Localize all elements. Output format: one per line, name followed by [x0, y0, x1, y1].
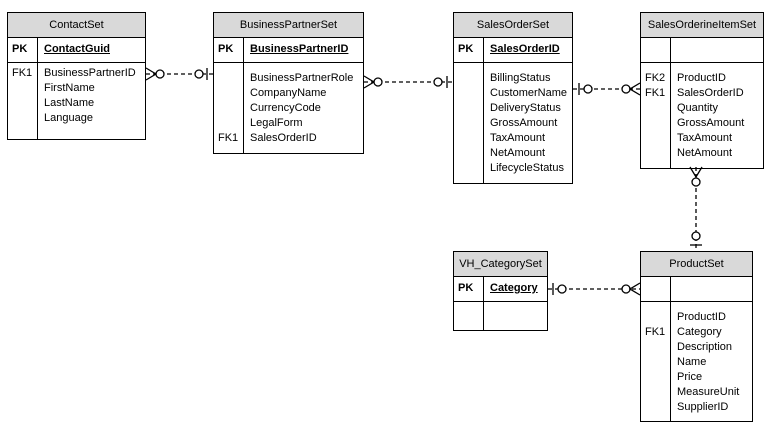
attribute: BillingStatus — [490, 72, 551, 84]
attribute-column: BusinessPartnerID FirstName LastName Lan… — [38, 63, 145, 139]
attribute: DeliveryStatus — [490, 102, 561, 114]
key-column — [454, 63, 484, 183]
relationship-salesorder-lineitem — [573, 82, 641, 96]
attribute: NetAmount — [677, 147, 733, 159]
pk-field: Category — [490, 282, 538, 294]
attribute-column: ProductID Category Description Name Pric… — [671, 302, 752, 421]
attribute-row: FK1 BusinessPartnerID FirstName LastName… — [8, 63, 145, 139]
attribute: SalesOrderID — [677, 87, 744, 99]
attribute-row — [454, 302, 547, 330]
key-label: FK1 — [645, 87, 666, 99]
pk-label: PK — [8, 38, 38, 62]
key-label: FK1 — [645, 326, 666, 338]
pk-field: SalesOrderID — [490, 43, 560, 55]
attribute: ProductID — [677, 72, 726, 84]
attribute: Description — [677, 341, 733, 353]
attribute: CustomerName — [490, 87, 568, 99]
attribute: LastName — [44, 97, 95, 109]
entity-title: SalesOrderSet — [454, 13, 572, 38]
attribute: CompanyName — [250, 87, 327, 99]
attribute: SalesOrderID — [250, 132, 317, 144]
attribute: TaxAmount — [490, 132, 546, 144]
pk-row: PK BusinessPartnerID — [214, 38, 363, 63]
attribute-row: FK1 BusinessPartnerRole CompanyName Curr… — [214, 63, 363, 153]
attribute: GrossAmount — [490, 117, 558, 129]
pk-label — [641, 277, 671, 301]
attribute-row: BillingStatus CustomerName DeliveryStatu… — [454, 63, 572, 183]
entity-businesspartnerset: BusinessPartnerSet PK BusinessPartnerID … — [213, 12, 364, 154]
relationship-category-product — [548, 282, 641, 296]
entity-contactset: ContactSet PK ContactGuid FK1 BusinessPa… — [7, 12, 146, 140]
attribute: GrossAmount — [677, 117, 745, 129]
pk-field: BusinessPartnerID — [250, 43, 349, 55]
attribute: ProductID — [677, 311, 726, 323]
attribute: NetAmount — [490, 147, 546, 159]
key-column: FK1 — [641, 302, 671, 421]
attribute: Language — [44, 112, 93, 124]
attribute: Price — [677, 371, 703, 383]
entity-title: SalesOrderineItemSet — [641, 13, 763, 38]
relationship-lineitem-product — [689, 166, 703, 251]
key-column: FK1 — [214, 63, 244, 153]
attribute: Name — [677, 356, 707, 368]
attribute: SupplierID — [677, 401, 729, 413]
entity-productset: ProductSet FK1 ProductID Category Descri… — [640, 251, 753, 422]
entity-title: VH_CategorySet — [454, 252, 547, 277]
pk-row: PK ContactGuid — [8, 38, 145, 63]
entity-salesorderineitemset: SalesOrderineItemSet FK2 FK1 ProductID S… — [640, 12, 764, 169]
entity-title: ContactSet — [8, 13, 145, 38]
attribute: Category — [677, 326, 722, 338]
attribute-column: ProductID SalesOrderID Quantity GrossAmo… — [671, 63, 763, 168]
key-column — [454, 302, 484, 330]
key-column: FK2 FK1 — [641, 63, 671, 168]
attribute-row: FK2 FK1 ProductID SalesOrderID Quantity … — [641, 63, 763, 168]
pk-row — [641, 277, 752, 302]
relationship-businesspartner-salesorder — [363, 75, 453, 89]
entity-salesorderset: SalesOrderSet PK SalesOrderID BillingSta… — [453, 12, 573, 184]
attribute: FirstName — [44, 82, 95, 94]
attribute: MeasureUnit — [677, 386, 740, 398]
attribute: LifecycleStatus — [490, 162, 564, 174]
attribute: CurrencyCode — [250, 102, 321, 114]
attribute: Quantity — [677, 102, 718, 114]
pk-row: PK Category — [454, 277, 547, 302]
key-label: FK1 — [12, 67, 33, 79]
attribute-column: BusinessPartnerRole CompanyName Currency… — [244, 63, 363, 153]
relationship-contact-businesspartner — [145, 67, 213, 81]
pk-row — [641, 38, 763, 63]
pk-label: PK — [454, 38, 484, 62]
key-label: FK2 — [645, 72, 666, 84]
key-column: FK1 — [8, 63, 38, 139]
pk-label: PK — [214, 38, 244, 62]
attribute: BusinessPartnerRole — [250, 72, 354, 84]
entity-title: BusinessPartnerSet — [214, 13, 363, 38]
attribute-row: FK1 ProductID Category Description Name … — [641, 302, 752, 421]
attribute-column: BillingStatus CustomerName DeliveryStatu… — [484, 63, 572, 183]
attribute: BusinessPartnerID — [44, 67, 136, 79]
attribute: LegalForm — [250, 117, 303, 129]
pk-row: PK SalesOrderID — [454, 38, 572, 63]
key-label: FK1 — [218, 132, 239, 144]
pk-label: PK — [454, 277, 484, 301]
attribute: TaxAmount — [677, 132, 733, 144]
pk-field: ContactGuid — [44, 43, 110, 55]
entity-title: ProductSet — [641, 252, 752, 277]
pk-label — [641, 38, 671, 62]
entity-vh-categoryset: VH_CategorySet PK Category — [453, 251, 548, 331]
